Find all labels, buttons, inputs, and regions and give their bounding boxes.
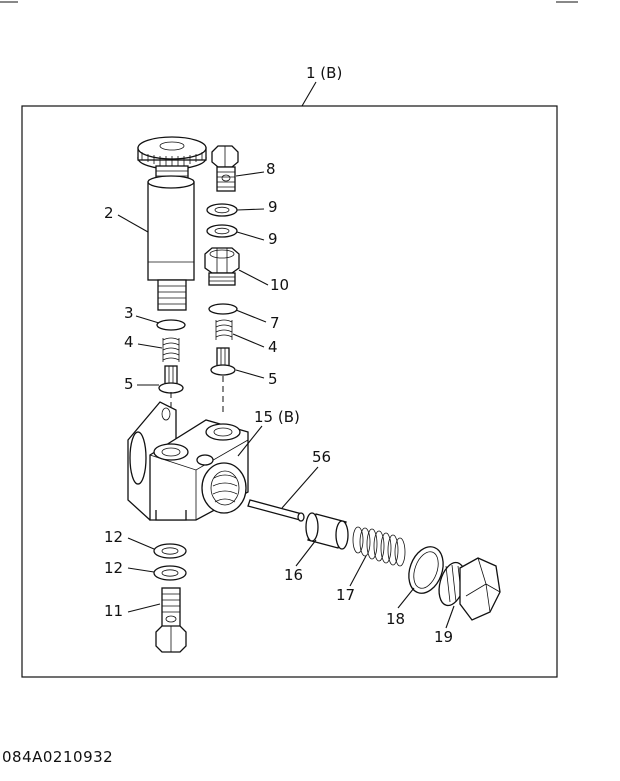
- callout-4b: 4: [268, 338, 278, 356]
- leader-8: [235, 171, 265, 177]
- drawing-code: 084A0210932: [2, 748, 113, 766]
- sleeve-16: [305, 512, 349, 550]
- leader-4b: [232, 333, 265, 348]
- bolt-11: [155, 587, 187, 653]
- callout-12a: 12: [104, 528, 123, 546]
- leader-12a: [127, 537, 155, 550]
- leader-9b: [236, 231, 265, 241]
- leader-56: [281, 466, 319, 509]
- washer-9a: [206, 203, 238, 217]
- callout-18: 18: [386, 610, 405, 628]
- leader-11: [127, 603, 161, 613]
- assembly-label: 1 (B): [306, 64, 342, 82]
- valve-5a: [158, 365, 184, 394]
- callout-12b: 12: [104, 559, 123, 577]
- o-ring-7: [208, 303, 238, 315]
- callout-10: 10: [270, 276, 289, 294]
- callout-4a: 4: [124, 333, 134, 351]
- leader-17: [349, 555, 367, 587]
- washer-9b: [206, 224, 238, 238]
- callout-11: 11: [104, 602, 123, 620]
- rod-56: [247, 499, 305, 522]
- callout-9a: 9: [268, 198, 278, 216]
- leader-16: [295, 539, 317, 567]
- leader-18: [397, 587, 415, 609]
- fitting-10: [204, 247, 240, 286]
- valve-5b: [210, 347, 236, 376]
- bolt-8: [211, 145, 239, 192]
- callout-3: 3: [124, 304, 134, 322]
- callout-17: 17: [336, 586, 355, 604]
- callout-15: 15 (B): [254, 408, 300, 426]
- callout-56: 56: [312, 448, 331, 466]
- callout-7: 7: [270, 314, 280, 332]
- leader-15: [237, 425, 263, 457]
- pump-body-15: [127, 401, 249, 521]
- callout-19: 19: [434, 628, 453, 646]
- spring-17: [352, 526, 406, 567]
- leader-3: [135, 315, 160, 324]
- washer-12b: [153, 565, 187, 581]
- leader-4a: [137, 343, 163, 349]
- leader-12b: [127, 567, 155, 573]
- spring-4a: [162, 337, 180, 362]
- plug-19: [438, 557, 501, 621]
- leader-19: [445, 605, 455, 629]
- callout-5a: 5: [124, 375, 134, 393]
- callout-16: 16: [284, 566, 303, 584]
- gasket-18: [408, 546, 444, 594]
- washer-12a: [153, 543, 187, 559]
- leader-10: [238, 269, 269, 286]
- leader-5b: [235, 369, 265, 379]
- assembly-frame: [21, 105, 558, 678]
- leader-7: [235, 309, 267, 323]
- callout-2: 2: [104, 204, 114, 222]
- leader-9a: [236, 208, 265, 211]
- callout-9b: 9: [268, 230, 278, 248]
- leader-2: [117, 214, 149, 233]
- callout-8: 8: [266, 160, 276, 178]
- spring-4b: [215, 319, 233, 340]
- assembly-leader: [301, 81, 317, 107]
- priming-pump: [137, 136, 207, 311]
- callout-5b: 5: [268, 370, 278, 388]
- o-ring-3: [156, 319, 186, 331]
